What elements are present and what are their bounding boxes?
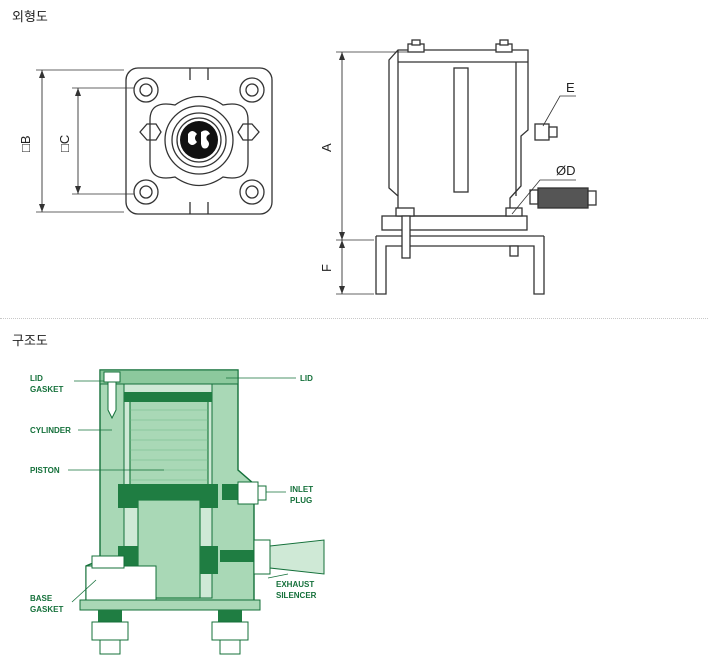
top-view-drawing <box>36 67 273 215</box>
outline-section-title: 외형도 <box>12 10 48 25</box>
label-lid: LID <box>300 374 313 383</box>
dimension-f-label: F <box>319 264 334 272</box>
dimension-e-label: E <box>566 80 575 95</box>
dimension-a-label: A <box>319 143 334 152</box>
label-exhaust-1: EXHAUST <box>276 580 314 589</box>
side-view-drawing <box>336 39 597 295</box>
label-base-2: GASKET <box>30 605 63 614</box>
dimension-b-label: □B <box>18 135 33 152</box>
label-inlet-1: INLET <box>290 485 313 494</box>
dimension-d-label: ØD <box>556 163 576 178</box>
label-inlet-2: PLUG <box>290 496 312 505</box>
label-lid-gasket-2: GASKET <box>30 385 63 394</box>
label-lid-gasket-1: LID <box>30 374 43 383</box>
dimension-c-label: □C <box>57 135 72 152</box>
structure-section-title: 구조도 <box>12 334 48 349</box>
label-cylinder: CYLINDER <box>30 426 71 435</box>
cross-section-drawing <box>68 369 325 655</box>
label-piston: PISTON <box>30 466 60 475</box>
label-base-1: BASE <box>30 594 53 603</box>
section-divider <box>0 318 708 319</box>
maker-logo-icon <box>180 121 218 159</box>
label-exhaust-2: SILENCER <box>276 591 317 600</box>
